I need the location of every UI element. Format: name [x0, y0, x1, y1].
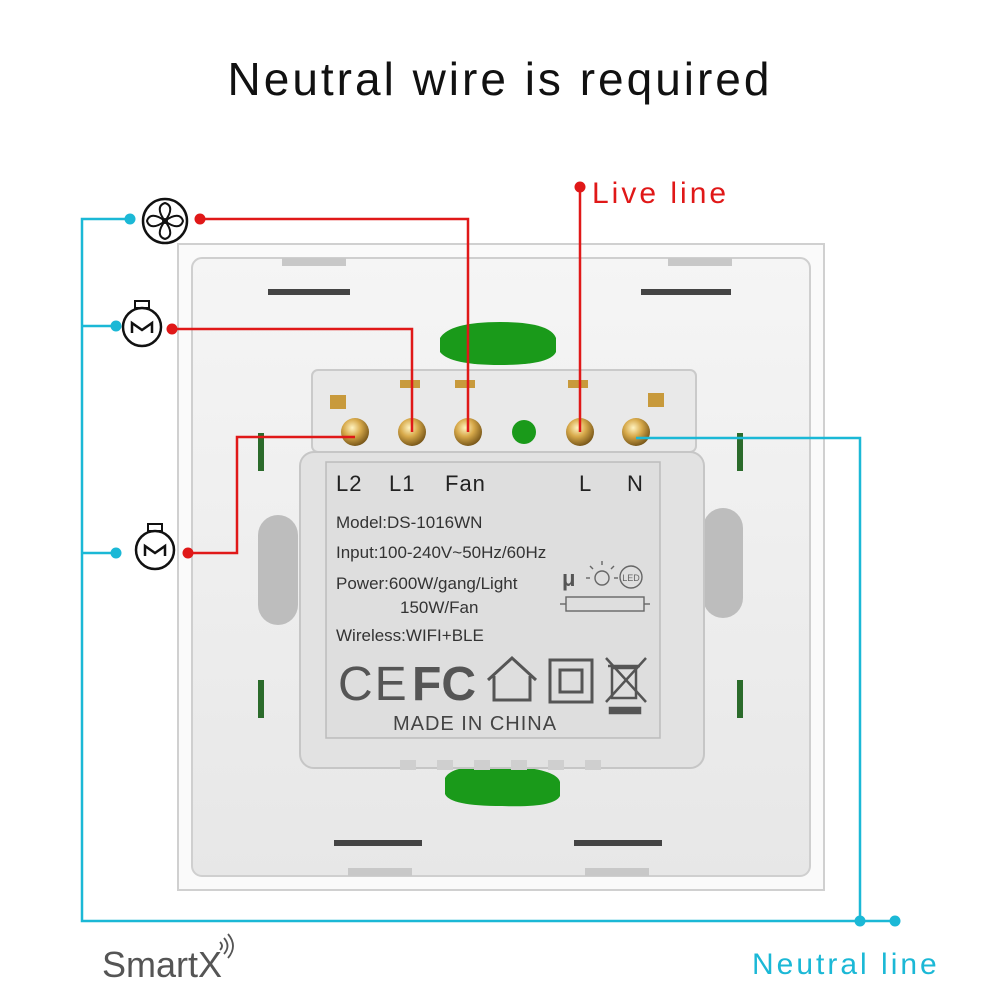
live-wiring [172, 187, 582, 555]
terminal-green-indicator [512, 420, 536, 444]
neutral-line-label: Neutral line [752, 948, 940, 981]
led-symbol-icon [619, 565, 643, 589]
fan-icon [141, 197, 189, 245]
terminal-screw-n [622, 418, 650, 446]
made-in-text: MADE IN CHINA [393, 713, 557, 735]
terminal-label-fan: Fan [445, 471, 486, 496]
terminal-label-l2: L2 [336, 471, 362, 496]
double-insulation-icon [548, 658, 594, 704]
neutral-wire-dots [110, 213, 901, 927]
bulb-icon [121, 300, 163, 348]
led-symbol-text: LED [622, 573, 640, 583]
terminal-label-n: N [627, 471, 644, 496]
ce-mark: CE [338, 658, 409, 711]
power-text: Power:600W/gang/Light [336, 574, 518, 593]
bulb-symbol-icon [586, 561, 618, 586]
tube-light-icon [560, 596, 650, 612]
terminal-label-l1: L1 [389, 471, 415, 496]
model-text: Model:DS-1016WN [336, 513, 482, 532]
home-icon [486, 655, 538, 702]
page-title: Neutral wire is required [228, 53, 773, 105]
brand-logo: SmartX [102, 944, 222, 985]
power-fan-text: 150W/Fan [400, 598, 478, 617]
recycle-bin-icon [605, 657, 647, 715]
fcc-mark: FC [412, 658, 476, 711]
terminal-screw-l2 [341, 418, 369, 446]
terminal-block [311, 369, 697, 453]
neutral-wiring [80, 217, 895, 923]
live-line-label: Live line [592, 177, 729, 210]
bulb-icon [134, 523, 176, 571]
wifi-icon [219, 933, 234, 959]
input-text: Input:100-240V~50Hz/60Hz [336, 543, 546, 562]
wireless-text: Wireless:WIFI+BLE [336, 626, 484, 645]
mu-symbol: μ [562, 566, 575, 591]
terminal-label-l: L [579, 471, 592, 496]
live-wire-dots [166, 181, 586, 559]
spec-label-plate: L2 L1 Fan L N Model:DS-1016WN Input:100-… [325, 461, 661, 739]
housing-notches [400, 760, 601, 770]
